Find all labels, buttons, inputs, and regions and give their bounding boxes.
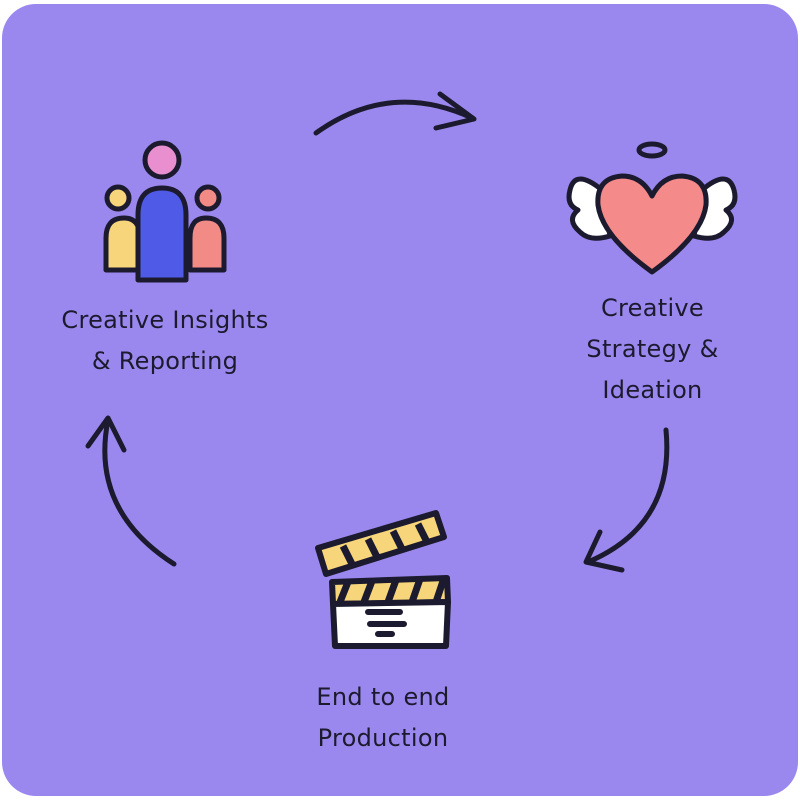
step-label-line: Ideation — [602, 376, 703, 404]
step-label-line: Production — [317, 724, 449, 752]
diagram-card — [2, 4, 798, 796]
step-label-insights: Creative Insights & Reporting — [20, 300, 310, 382]
arrow-left-icon — [85, 415, 177, 567]
step-label-strategy: Creative Strategy & Ideation — [540, 288, 765, 411]
step-label-production: End to end Production — [270, 677, 496, 759]
step-label-line: Creative — [600, 294, 705, 322]
step-label-line: Strategy & — [586, 335, 719, 363]
winged-heart-icon — [566, 141, 738, 275]
step-label-line: & Reporting — [91, 347, 239, 375]
people-icon — [103, 140, 227, 283]
arrow-right-icon — [583, 427, 670, 573]
step-label-line: Creative Insights — [61, 306, 269, 334]
arrow-top-icon — [313, 91, 477, 136]
step-label-line: End to end — [316, 683, 450, 711]
clapperboard-icon — [315, 510, 451, 649]
